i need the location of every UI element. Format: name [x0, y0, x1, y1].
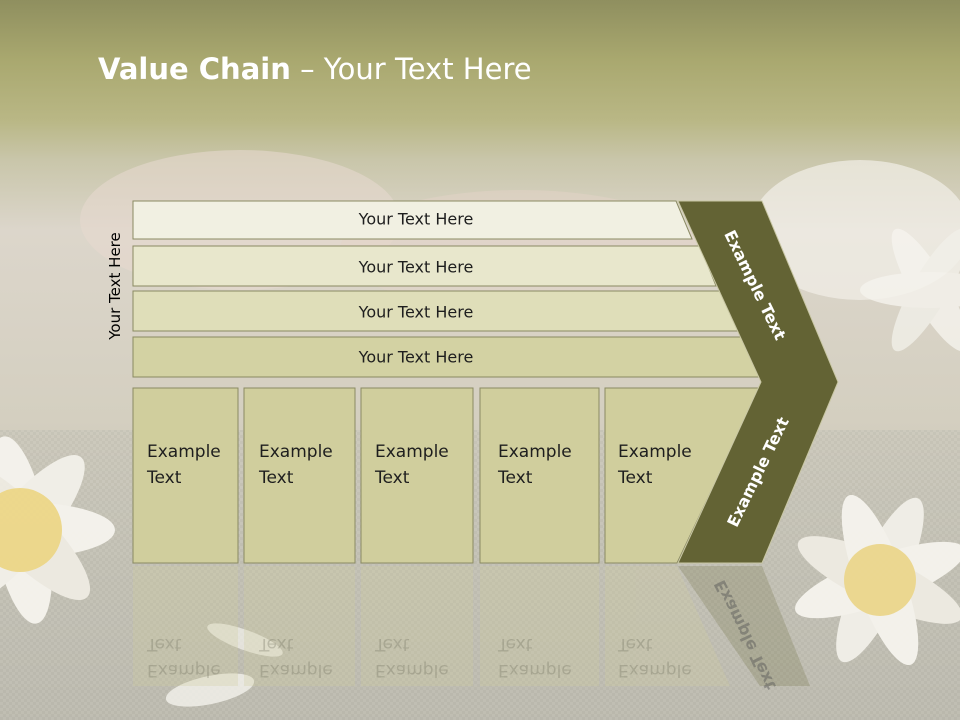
daisy-top-icon [860, 228, 960, 352]
margin-chevron [677, 200, 839, 564]
title-rest: – Your Text Here [290, 52, 532, 86]
slide-title: Value Chain – Your Text Here [98, 52, 532, 86]
side-label: Your Text Here [106, 232, 124, 340]
value-box-2 [243, 387, 356, 564]
box-label-2: Example Text [259, 442, 333, 488]
box-reflection-1: Example Text [147, 634, 221, 680]
value-box-3 [360, 387, 474, 564]
box-label-1: Example Text [147, 442, 221, 488]
row-label-1: Your Text Here [358, 209, 474, 229]
box-label-4: Example Text [498, 442, 572, 488]
row-label-3: Your Text Here [358, 302, 474, 322]
value-box-4 [479, 387, 600, 564]
value-box-5 [604, 387, 761, 564]
row-label-2: Your Text Here [358, 257, 474, 277]
box-reflection-4: Example Text [498, 634, 572, 680]
box-label-5: Example Text [618, 442, 692, 488]
box-reflection-5: Example Text [618, 634, 692, 680]
box-reflection-3: Example Text [375, 634, 449, 680]
box-label-3: Example Text [375, 442, 449, 488]
daisy-left-icon [0, 436, 115, 624]
value-box-1 [132, 387, 239, 564]
daisy-right-icon [795, 495, 960, 665]
value-row-1 [132, 200, 693, 240]
row-label-4: Your Text Here [358, 347, 474, 367]
title-bold: Value Chain [98, 52, 291, 86]
value-row-2 [132, 245, 717, 287]
box-reflection-2: Example Text [259, 634, 333, 680]
